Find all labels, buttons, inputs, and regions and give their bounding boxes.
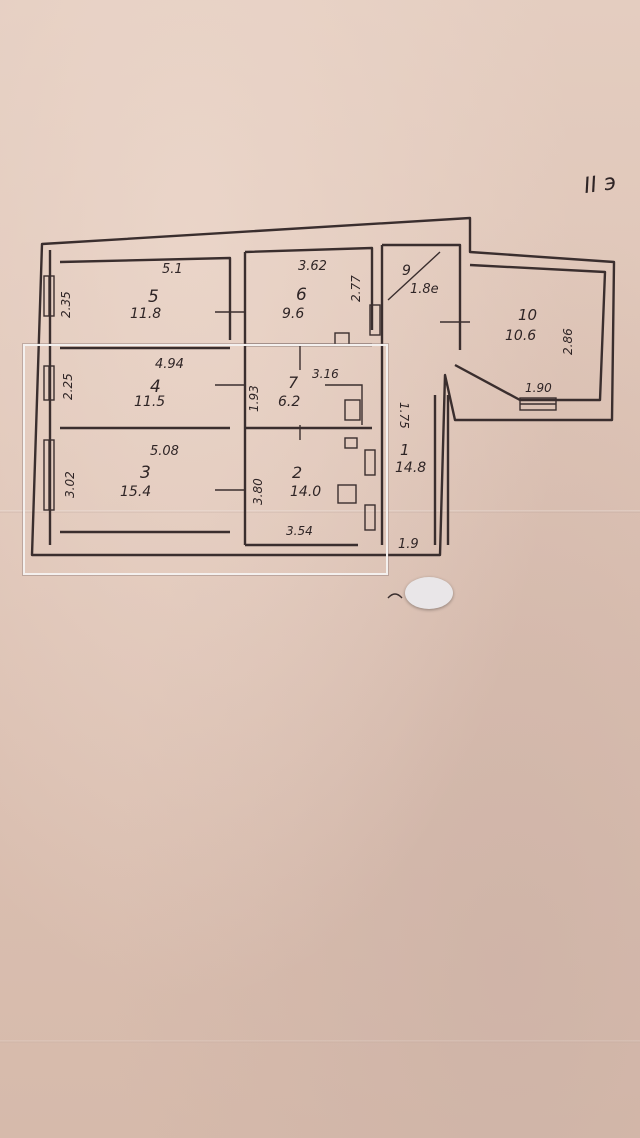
room-10-area: 10.6 xyxy=(505,328,536,344)
room-5-dim: 2.35 xyxy=(59,291,73,318)
left-rooms-walls xyxy=(48,250,232,545)
drag-handle[interactable] xyxy=(405,577,453,609)
room-8-dim: 1.9 xyxy=(398,537,419,552)
room-7-area: 6.2 xyxy=(278,394,300,410)
crop-selection-box[interactable] xyxy=(23,344,388,575)
room-5-dim: 5.1 xyxy=(162,262,183,277)
room-1-number: 1 xyxy=(400,441,410,459)
pencil-mark xyxy=(387,593,403,599)
paper-crease xyxy=(0,1040,640,1043)
room-4-dim: 2.25 xyxy=(61,373,75,400)
room-2-area: 14.0 xyxy=(290,484,321,500)
room-4-area: 11.5 xyxy=(134,394,165,410)
room-10-dim: 1.90 xyxy=(525,381,552,395)
room-4-dim: 4.94 xyxy=(155,357,184,372)
room-3-area: 15.4 xyxy=(120,484,151,500)
room-2-number: 2 xyxy=(292,463,302,482)
room-5-area: 11.8 xyxy=(130,306,161,322)
door-marks xyxy=(215,251,470,491)
room-3-dim: 5.08 xyxy=(150,444,179,459)
room-9-area: 1.8e xyxy=(410,282,439,297)
room-6-number: 6 xyxy=(296,285,307,305)
room-10-dim: 2.86 xyxy=(561,328,575,355)
windows xyxy=(43,275,557,531)
room-3-number: 3 xyxy=(140,463,151,483)
room-5-number: 5 xyxy=(148,287,159,307)
room-6-dim: 2.77 xyxy=(349,275,363,302)
room-6-area: 9.6 xyxy=(282,306,304,322)
room-4-number: 4 xyxy=(150,377,161,397)
room-1-area: 14.8 xyxy=(395,460,426,476)
room-7-number: 7 xyxy=(288,373,299,392)
room-1-dim: 1.75 xyxy=(397,402,411,429)
outer-wall xyxy=(30,216,616,557)
corridor-walls xyxy=(433,395,450,545)
room-2-dim: 3.80 xyxy=(251,478,265,505)
room-7-dim: 1.93 xyxy=(247,385,261,412)
paper-crease xyxy=(0,510,640,513)
room-3-dim: 3.02 xyxy=(63,471,77,498)
room-7-dim: 3.16 xyxy=(312,367,339,381)
room-2-dim: 3.54 xyxy=(286,524,313,538)
room-6-dim: 3.62 xyxy=(298,259,327,274)
room-10-number: 10 xyxy=(518,306,537,324)
room-labels: 5 11.8 5.1 2.35 6 9.6 3.62 2.77 9 1.8e 1… xyxy=(59,259,575,552)
right-rooms-walls xyxy=(380,243,607,545)
room-9-number: 9 xyxy=(402,263,411,279)
